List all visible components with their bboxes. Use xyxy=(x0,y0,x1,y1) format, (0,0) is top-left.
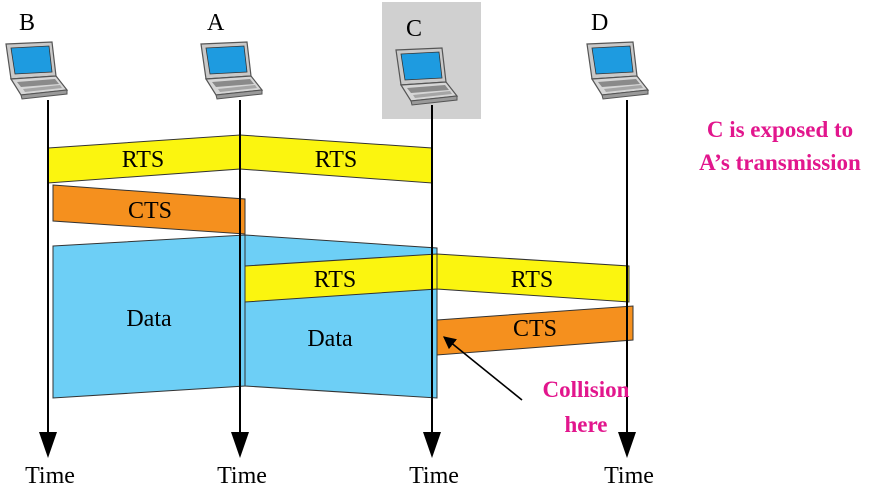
time-label-a: Time xyxy=(217,463,267,489)
rts-label-a-to-b: RTS xyxy=(122,147,165,173)
node-label-c: C xyxy=(406,16,422,42)
timeline-arrow-b xyxy=(39,432,57,458)
collision-note-line1: Collision xyxy=(543,377,630,402)
laptop-icon xyxy=(586,41,649,100)
rts-label-c-to-d: RTS xyxy=(511,267,554,293)
exposed-note-line1: C is exposed to xyxy=(707,117,853,142)
rts-label-a-to-c: RTS xyxy=(315,147,358,173)
collision-note-line2: here xyxy=(564,412,607,437)
data-label-a: Data xyxy=(307,326,353,352)
cts-label-d: CTS xyxy=(513,316,557,342)
time-label-b: Time xyxy=(25,463,75,489)
time-label-c: Time xyxy=(409,463,459,489)
collision-arrow xyxy=(443,336,523,401)
rts-label-c-to-a: RTS xyxy=(314,267,357,293)
exposed-note-line2: A’s transmission xyxy=(699,150,861,175)
node-label-b: B xyxy=(19,10,35,36)
node-label-d: D xyxy=(591,10,608,36)
cts-frame-b xyxy=(52,184,246,235)
time-label-d: Time xyxy=(604,463,654,489)
timeline-arrow-d xyxy=(618,432,636,458)
cts-label-b: CTS xyxy=(128,198,172,224)
node-label-a: A xyxy=(207,10,225,36)
timeline-arrow-c xyxy=(423,432,441,458)
rts-frame-c-to-d xyxy=(436,253,630,303)
laptop-icon xyxy=(5,41,68,100)
timeline-arrow-a xyxy=(231,432,249,458)
cts-frame-d xyxy=(436,305,634,356)
data-label-b: Data xyxy=(126,306,172,332)
laptop-icon xyxy=(200,41,263,100)
